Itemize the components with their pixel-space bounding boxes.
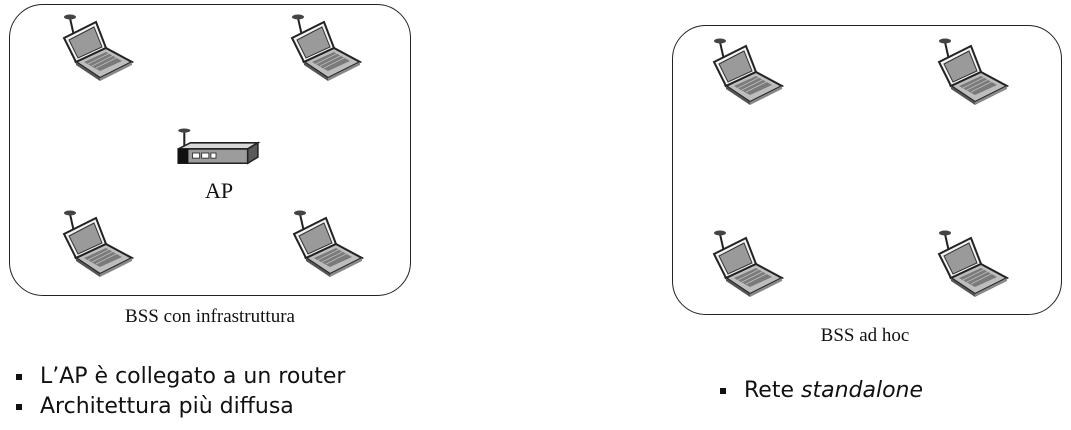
ap-label: AP	[205, 178, 234, 203]
left-bullet-list: L’AP è collegato a un router Architettur…	[14, 362, 345, 422]
laptop-icon	[50, 12, 140, 82]
list-item: Rete standalone	[718, 376, 923, 406]
laptop-icon	[925, 228, 1015, 298]
bullet-text-emphasis: standalone	[801, 378, 924, 403]
laptop-icon	[925, 36, 1015, 106]
laptop-icon	[278, 12, 368, 82]
right-diagram-caption: BSS ad hoc	[820, 325, 910, 346]
laptop-icon	[700, 228, 790, 298]
laptop-icon	[700, 36, 790, 106]
list-item: L’AP è collegato a un router	[14, 362, 345, 392]
laptop-icon	[50, 208, 140, 278]
right-bullet-list: Rete standalone	[718, 376, 923, 406]
laptop-icon	[280, 208, 370, 278]
bullet-text: Architettura più diffusa	[40, 394, 294, 419]
access-point-icon	[170, 126, 262, 178]
left-diagram-caption: BSS con infrastruttura	[125, 306, 295, 327]
bullet-text: L’AP è collegato a un router	[40, 364, 346, 389]
bullet-text-prefix: Rete	[744, 378, 801, 403]
list-item: Architettura più diffusa	[14, 392, 345, 422]
